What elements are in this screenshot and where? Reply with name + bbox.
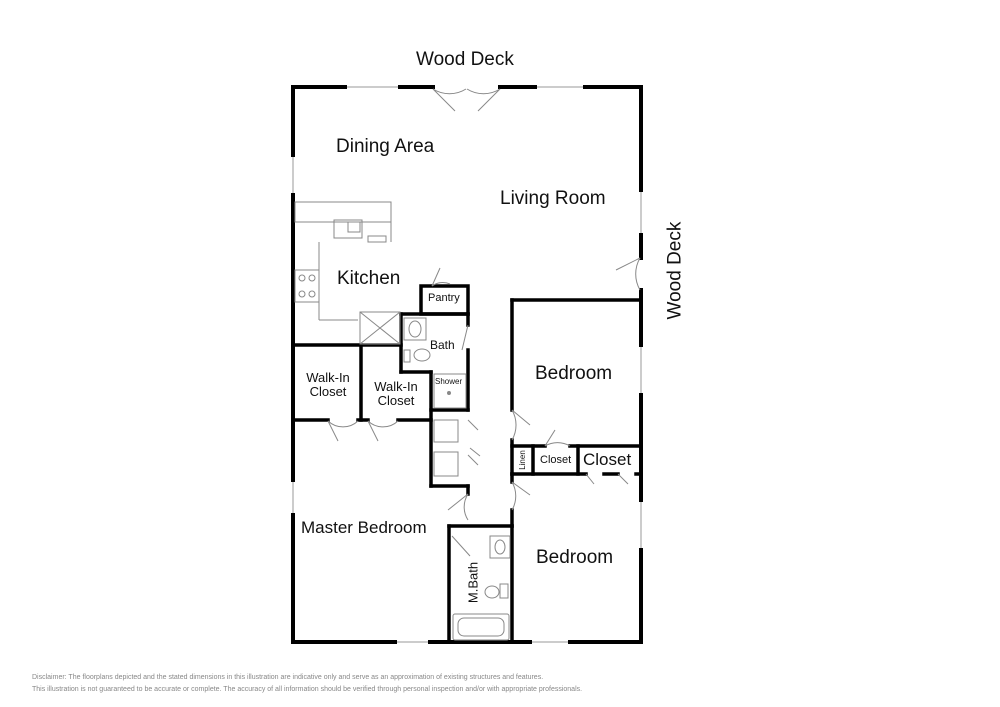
bath-fixtures [403,317,511,641]
disclaimer-line-1: Disclaimer: The floorplans depicted and … [32,674,544,681]
closet-large-label: Closet [583,450,632,469]
pantry-label: Pantry [428,292,460,304]
doors [327,88,641,557]
closet-small-label: Closet [540,454,572,466]
dining-area-label: Dining Area [336,136,435,157]
wood-deck-top-label: Wood Deck [416,49,514,70]
linen-label: Linen [518,450,527,470]
disclaimer-line-2: This illustration is not guaranteed to b… [32,686,583,693]
master-bath-label: M.Bath [465,561,481,604]
kitchen-fixtures [294,201,401,345]
windows [292,86,642,643]
walkin-closet-1-label: Walk-In Closet [306,370,350,399]
living-room-label: Living Room [500,188,606,209]
bedroom-2-label: Bedroom [536,547,614,568]
interior-walls [291,284,643,644]
shower-label: Shower [435,377,463,386]
wood-deck-right-label: Wood Deck [664,221,686,320]
master-bedroom-label: Master Bedroom [301,518,427,537]
walkin-closet-2-label: Walk-In Closet [374,379,418,408]
bath-label: Bath [430,338,455,352]
bedroom-1-label: Bedroom [535,363,613,384]
kitchen-label: Kitchen [337,268,401,289]
